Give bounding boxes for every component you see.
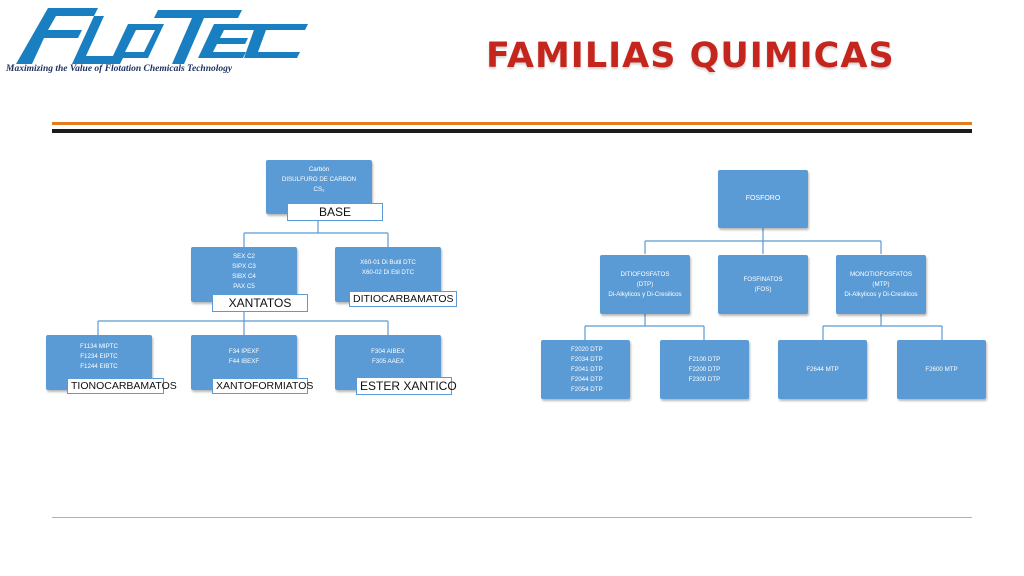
- node-line: F2041 DTP: [571, 365, 603, 373]
- tag-tionocarbamatos: TIONOCARBAMATOS: [67, 378, 177, 394]
- node-line: MONOTIOFOSFATOS: [850, 270, 912, 278]
- node-line: F1134 MIPTC: [79, 342, 119, 350]
- node-dtp-list-a: F2020 DTP F2034 DTP F2041 DTP F2044 DTP …: [541, 340, 630, 399]
- node-line: F2034 DTP: [571, 355, 603, 363]
- node-line: F44 IBEXF: [228, 357, 260, 365]
- node-line: F2300 DTP: [688, 375, 721, 383]
- node-xantatos: SEX C2 SIPX C3 SIBX C4 PAX C5: [191, 247, 297, 302]
- node-line: DITIOFOSFATOS: [620, 270, 670, 278]
- node-line: FOSFORO: [745, 195, 781, 202]
- node-line: F34 IPEXF: [228, 347, 260, 355]
- flotec-logo: [16, 8, 308, 64]
- node-line: F2020 DTP: [571, 345, 603, 353]
- node-line: (DTP): [636, 280, 654, 288]
- node-line: F2100 DTP: [688, 355, 721, 363]
- node-fosfinatos: FOSFINATOS (FOS): [718, 255, 808, 314]
- node-line: (FOS): [754, 285, 772, 293]
- tag-ditiocarbamatos: DITIOCARBAMATOS: [349, 291, 457, 307]
- node-mtp-b: F2600 MTP: [897, 340, 986, 399]
- node-line: F2054 DTP: [571, 385, 603, 393]
- node-line: Carbón: [308, 166, 330, 173]
- node-line: SIPX C3: [232, 263, 256, 270]
- node-dtp-list-b: F2100 DTP F2200 DTP F2300 DTP: [660, 340, 749, 399]
- footer-rule: [52, 517, 972, 518]
- node-line: SEX C2: [232, 253, 255, 260]
- tag-ester-xantico: ESTER XANTICO: [356, 377, 457, 395]
- node-line: (MTP): [872, 280, 890, 288]
- node-line: F305 AAEX: [372, 357, 404, 365]
- node-line: FOSFINATOS: [743, 275, 783, 283]
- node-ditiofosfatos: DITIOFOSFATOS (DTP) Di-Alkylicos y Di-Cr…: [600, 255, 690, 314]
- node-line: X60-01 Di Butil DTC: [360, 258, 416, 266]
- node-line: F1244 EIBTC: [80, 362, 118, 370]
- node-monotiofosfatos: MONOTIOFOSFATOS (MTP) Di-Alkylicos y Di-…: [836, 255, 926, 314]
- node-mtp-a: F2644 MTP: [778, 340, 867, 399]
- node-line: Di-Alkylicos y Di-Cresilicos: [844, 290, 918, 298]
- page-title: FAMILIAS QUIMICAS: [486, 36, 895, 76]
- header-rule-black: [52, 129, 972, 133]
- tag-xantatos: XANTATOS: [212, 294, 308, 312]
- node-line: F2600 MTP: [925, 365, 958, 373]
- node-line: DISULFURO DE CARBON: [281, 176, 357, 183]
- node-line: PAX C5: [233, 283, 255, 290]
- tag-base: BASE: [287, 203, 383, 221]
- node-line: F304 AIBEX: [371, 347, 405, 355]
- node-line: F2044 DTP: [571, 375, 603, 383]
- node-line: SIBX C4: [232, 273, 256, 280]
- node-line: F2644 MTP: [806, 365, 839, 373]
- node-line: F2200 DTP: [688, 365, 721, 373]
- logo-tagline: Maximizing the Value of Flotation Chemic…: [6, 64, 233, 74]
- node-fosforo: FOSFORO: [718, 170, 808, 228]
- node-line: CS₂: [313, 186, 325, 193]
- tag-xantoformiatos: XANTOFORMIATOS: [212, 378, 313, 394]
- header-rule-orange: [52, 122, 972, 125]
- node-line: F1234 EIPTC: [80, 352, 118, 360]
- node-line: X60-02 Di Etil DTC: [361, 268, 415, 276]
- node-line: Di-Alkylicos y Di-Cresilicos: [608, 290, 682, 298]
